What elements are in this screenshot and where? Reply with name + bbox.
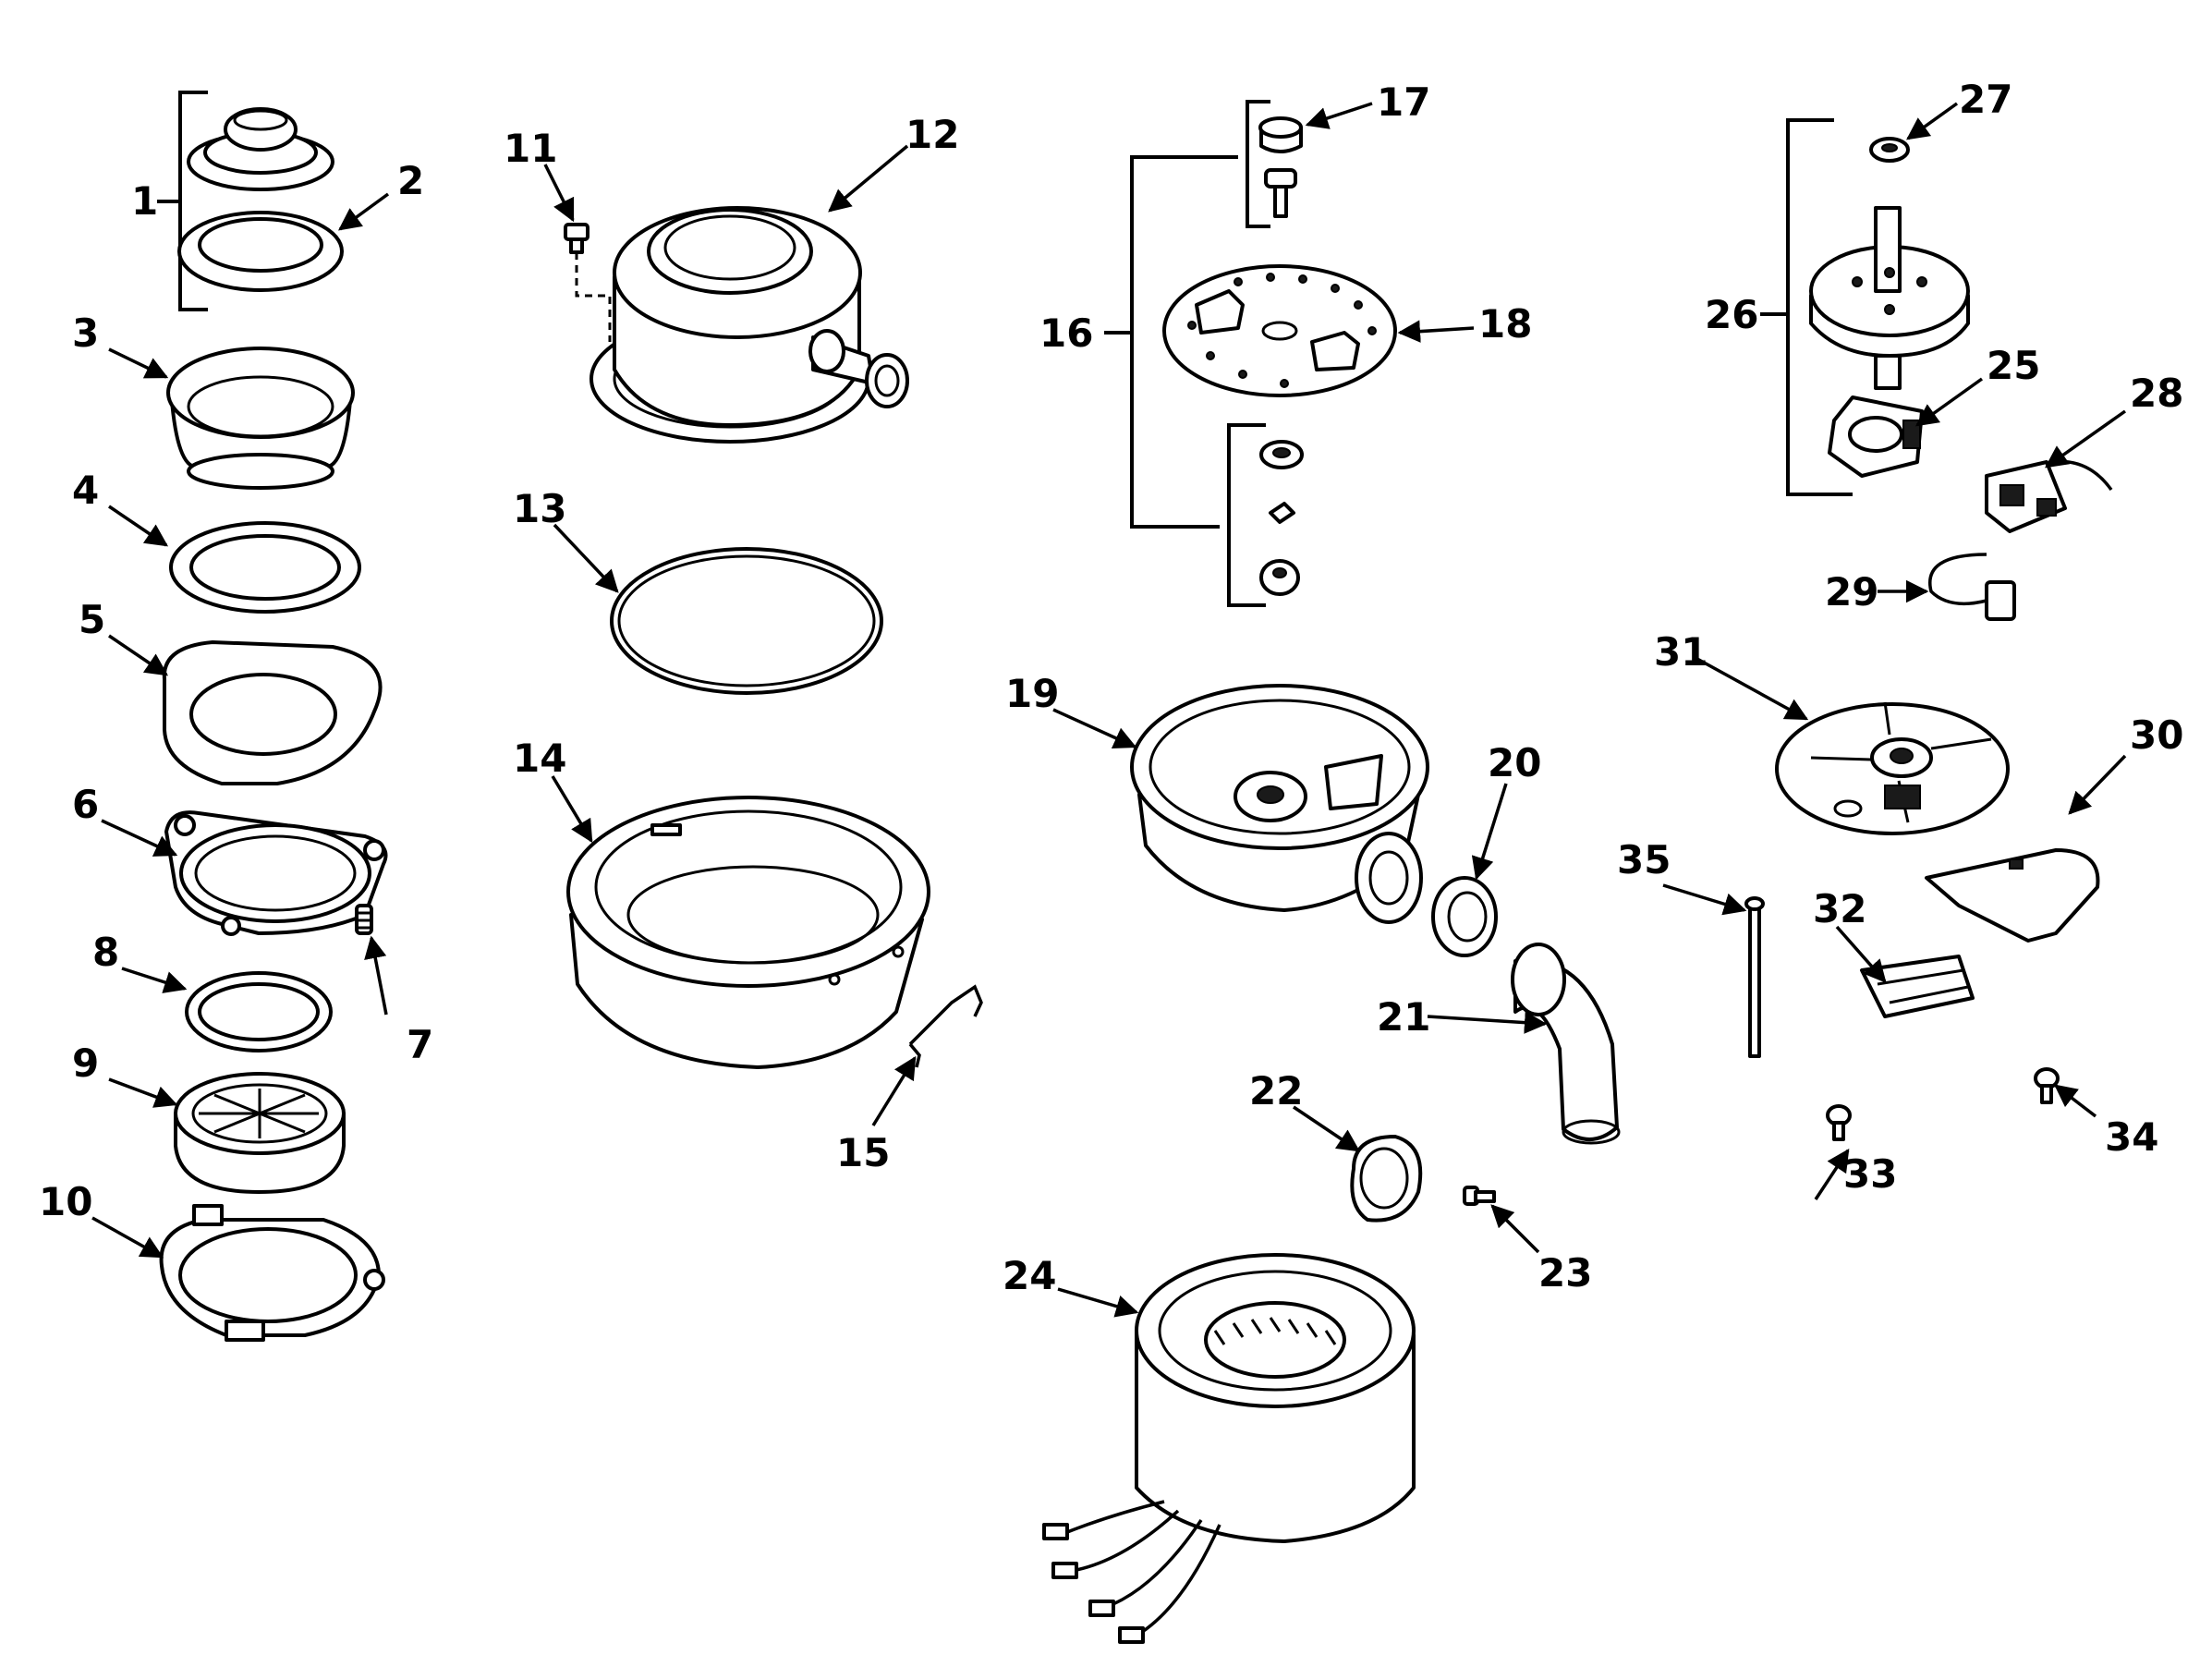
callout-11: 11	[504, 126, 557, 171]
callout-33: 33	[1843, 1151, 1897, 1197]
callout-27: 27	[1959, 77, 2012, 122]
part-21-discharge-elbow[interactable]	[1511, 943, 1621, 1145]
part-7-mounting-screw[interactable]	[355, 904, 373, 935]
callout-31: 31	[1654, 629, 1708, 675]
part-6-mounting-ring[interactable]	[164, 810, 388, 936]
part-15-wire-clip[interactable]	[908, 984, 983, 1068]
callout-25: 25	[1987, 343, 2040, 388]
part-24-motor-stator[interactable]	[1042, 1253, 1416, 1644]
part-3-sink-flange[interactable]	[166, 347, 355, 490]
callout-10: 10	[39, 1179, 92, 1224]
callout-12: 12	[905, 112, 959, 157]
part-12-upper-hopper[interactable]	[589, 206, 909, 444]
callout-6: 6	[72, 782, 99, 827]
part-30-cover-plate[interactable]	[1925, 848, 2100, 943]
part-28-overload-switch[interactable]	[1985, 459, 2113, 533]
callout-34: 34	[2105, 1114, 2158, 1160]
callout-35: 35	[1617, 837, 1671, 882]
callout-5: 5	[79, 597, 105, 642]
callout-22: 22	[1249, 1068, 1303, 1113]
part-2-stopper-gasket[interactable]	[177, 211, 344, 292]
part-10-clamp-ring[interactable]	[159, 1204, 385, 1342]
part-17-cap-and-bolt[interactable]	[1246, 100, 1303, 228]
part-35-through-bolt[interactable]	[1744, 896, 1765, 1058]
part-4-fiber-gasket[interactable]	[169, 521, 361, 614]
callout-labels: 1 2 3 4 5 6 7 8 9 10 11 12 13 14 15 16 1…	[39, 77, 2183, 1298]
callout-19: 19	[1005, 671, 1059, 716]
part-31-end-frame[interactable]	[1775, 701, 2010, 835]
part-11-screw[interactable]	[564, 223, 612, 342]
part-25-bearing-bracket[interactable]	[1828, 395, 1924, 478]
part-32-terminal-plate[interactable]	[1860, 955, 1975, 1018]
part-5-backup-ring[interactable]	[162, 640, 383, 785]
part-29-wire-lead[interactable]	[1928, 553, 2016, 621]
callout-18: 18	[1478, 301, 1532, 347]
part-33-screw[interactable]	[1826, 1104, 1852, 1141]
part-16b-washer-set[interactable]	[1227, 423, 1304, 607]
callout-8: 8	[92, 930, 119, 975]
callout-14: 14	[513, 736, 566, 781]
callout-20: 20	[1488, 740, 1541, 785]
callout-2: 2	[397, 158, 424, 203]
callout-17: 17	[1377, 79, 1430, 125]
callout-32: 32	[1813, 886, 1866, 931]
callout-15: 15	[836, 1130, 890, 1175]
part-14-lower-hopper[interactable]	[566, 796, 930, 1069]
part-13-o-ring[interactable]	[610, 547, 883, 695]
callout-7: 7	[407, 1022, 433, 1067]
callout-26: 26	[1705, 292, 1758, 337]
callout-9: 9	[72, 1040, 99, 1086]
part-20-discharge-gasket[interactable]	[1431, 876, 1498, 957]
callout-4: 4	[72, 468, 99, 513]
part-16-impeller-kit[interactable]	[1104, 155, 1238, 529]
part-9-splash-baffle[interactable]	[174, 1072, 346, 1194]
part-23-bolt[interactable]	[1463, 1186, 1496, 1206]
part-19-grind-chamber[interactable]	[1130, 684, 1429, 924]
leader-lines	[91, 102, 2127, 1318]
callout-30: 30	[2130, 712, 2183, 758]
callout-23: 23	[1538, 1250, 1592, 1296]
part-27-nut[interactable]	[1869, 137, 1910, 163]
part-26-rotor[interactable]	[1809, 206, 1970, 390]
callout-16: 16	[1039, 310, 1093, 356]
callout-21: 21	[1377, 994, 1430, 1040]
callout-29: 29	[1825, 569, 1878, 614]
part-1-stopper-assembly[interactable]	[157, 91, 334, 311]
callout-3: 3	[72, 310, 99, 356]
part-8-cushion-gasket[interactable]	[185, 971, 333, 1052]
part-18-turntable[interactable]	[1162, 264, 1397, 397]
callout-28: 28	[2130, 371, 2183, 416]
callout-24: 24	[1003, 1253, 1056, 1298]
part-22-flange-gasket[interactable]	[1350, 1135, 1423, 1223]
callout-13: 13	[513, 486, 566, 531]
part-26-rotor-assembly[interactable]	[1760, 118, 1853, 496]
part-34-screw[interactable]	[2034, 1067, 2060, 1104]
callout-1: 1	[131, 178, 158, 224]
